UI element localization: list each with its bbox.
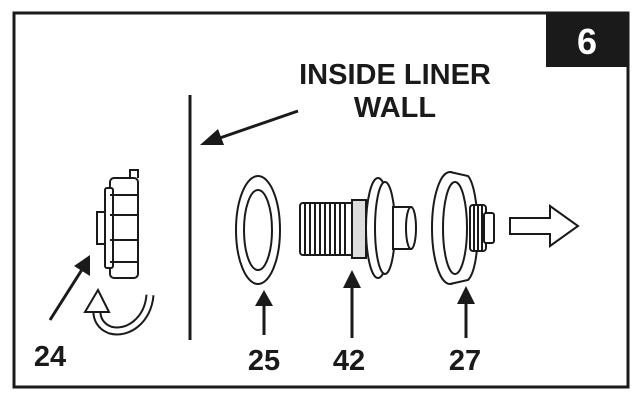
part-24-lock-nut (96, 169, 139, 279)
wall-label-line2: WALL (354, 92, 436, 124)
part-42-threaded-fitting (299, 177, 417, 279)
wall-label-line1: INSIDE LINER (299, 59, 491, 91)
pointer-arrow-42 (343, 270, 361, 338)
rotate-clockwise-arrow (83, 287, 155, 336)
pointer-arrow-27 (457, 286, 475, 338)
part-27-return-fitting (431, 171, 495, 285)
pointer-arrow-25 (255, 290, 273, 335)
insertion-direction-arrow (509, 204, 580, 248)
part-label-25: 25 (248, 345, 280, 377)
part-label-24: 24 (34, 341, 66, 373)
part-25-gasket (235, 175, 281, 285)
step-number: 6 (577, 21, 597, 62)
pointer-arrow-24 (48, 255, 90, 321)
part-label-42: 42 (333, 345, 365, 377)
step-badge: 6 (546, 13, 628, 67)
wall-pointer-arrow (200, 109, 299, 145)
diagram-frame (12, 11, 630, 389)
part-label-27: 27 (449, 345, 481, 377)
